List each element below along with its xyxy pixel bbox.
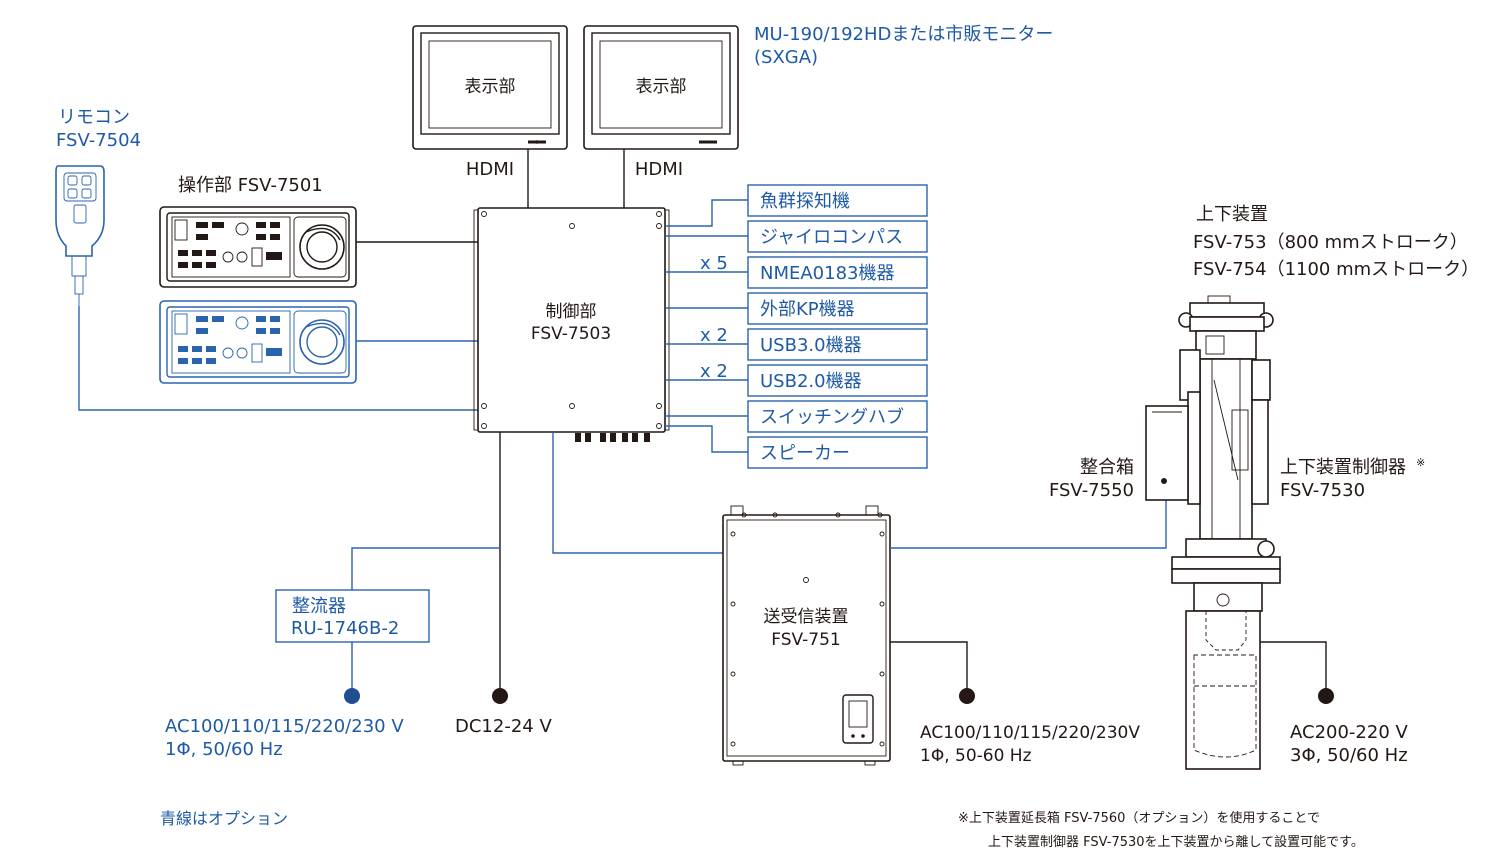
peripheral-fish-finder: 魚群探知機 <box>760 191 850 212</box>
junction-box-model: FSV-7550 <box>1049 480 1134 501</box>
operation-unit-standard <box>159 206 357 288</box>
rectifier-model: RU-1746B-2 <box>291 618 399 639</box>
peripheral-gyro-compass: ジャイロコンパス <box>760 227 903 248</box>
monitor-2 <box>583 25 739 150</box>
peripheral-usb20: USB2.0機器 <box>760 371 862 392</box>
monitor-1-label: 表示部 <box>465 77 516 97</box>
hoist-controller-model: FSV-7530 <box>1280 480 1365 501</box>
hoist-model-1: FSV-753（800 mmストローク） <box>1193 232 1468 253</box>
peripheral-speaker: スピーカー <box>760 443 850 464</box>
monitor-caption-line1: MU-190/192HDまたは市販モニター <box>754 24 1053 45</box>
rectifier-power-line2: 1Φ, 50/60 Hz <box>165 739 283 760</box>
transceiver-model: FSV-751 <box>771 630 841 650</box>
rectifier-power-terminal <box>344 688 360 704</box>
hdmi-label-1: HDMI <box>466 159 514 180</box>
hoist-controller-name: 上下装置制御器 <box>1280 457 1406 478</box>
rectifier-power-line1: AC100/110/115/220/230 V <box>165 716 404 737</box>
hoist-controller-note-mark: ※ <box>1416 456 1425 469</box>
nmea-count: x 5 <box>700 253 728 274</box>
remote-model: FSV-7504 <box>56 130 141 151</box>
footnote-line2: 上下装置制御器 FSV-7530を上下装置から離して設置可能です。 <box>988 834 1364 850</box>
peripheral-external-kp: 外部KP機器 <box>760 299 855 320</box>
peripheral-nmea0183: NMEA0183機器 <box>760 263 895 284</box>
monitor-caption-line2: (SXGA) <box>754 47 818 68</box>
transceiver-name: 送受信装置 <box>764 607 849 627</box>
hdmi-label-2: HDMI <box>635 159 683 180</box>
hoist-unit <box>1145 295 1281 770</box>
rectifier-name: 整流器 <box>292 596 346 617</box>
transceiver-power-line1: AC100/110/115/220/230V <box>920 723 1140 743</box>
legend-blue-lines: 青線はオプション <box>160 809 288 828</box>
monitor-2-label: 表示部 <box>636 77 687 97</box>
control-transceiver-cable <box>552 432 723 554</box>
cable-fish-finder <box>665 199 748 227</box>
transceiver-power-line2: 1Φ, 50-60 Hz <box>920 746 1032 766</box>
remote-cable <box>78 306 478 411</box>
transceiver-junction-cable <box>890 500 1167 549</box>
dc-power-label: DC12-24 V <box>455 716 552 737</box>
peripheral-usb30: USB3.0機器 <box>760 335 862 356</box>
operation-unit-label: 操作部 FSV-7501 <box>178 175 323 196</box>
dc-power-terminal <box>492 688 508 704</box>
hoist-power-line1: AC200-220 V <box>1290 722 1408 743</box>
junction-box-name: 整合箱 <box>1080 457 1134 478</box>
peripheral-list: 魚群探知機 ジャイロコンパス NMEA0183機器 外部KP機器 USB3.0機… <box>747 184 928 469</box>
control-unit <box>473 207 670 442</box>
hoist-model-2: FSV-754（1100 mmストローク） <box>1193 259 1479 280</box>
operation-unit-optional <box>159 300 357 384</box>
hoist-title: 上下装置 <box>1196 204 1268 225</box>
usb20-count: x 2 <box>700 361 728 382</box>
transceiver-unit <box>722 505 891 766</box>
usb30-count: x 2 <box>700 325 728 346</box>
monitor-1 <box>412 25 568 150</box>
hoist-power-terminal <box>1318 688 1334 704</box>
cable-speaker <box>665 425 748 453</box>
hoist-power-cable <box>1260 641 1327 694</box>
control-unit-name: 制御部 <box>546 302 597 322</box>
remote-name: リモコン <box>58 107 130 128</box>
rectifier-dc-cable <box>351 547 500 590</box>
footnote-line1: ※上下装置延長箱 FSV-7560（オプション）を使用することで <box>958 810 1320 826</box>
transceiver-power-cable <box>890 641 968 694</box>
control-unit-model: FSV-7503 <box>531 324 611 344</box>
remote-control <box>55 165 105 306</box>
transceiver-power-terminal <box>959 688 975 704</box>
peripheral-switching-hub: スイッチングハブ <box>760 406 904 428</box>
hoist-power-line2: 3Φ, 50/60 Hz <box>1290 745 1408 766</box>
